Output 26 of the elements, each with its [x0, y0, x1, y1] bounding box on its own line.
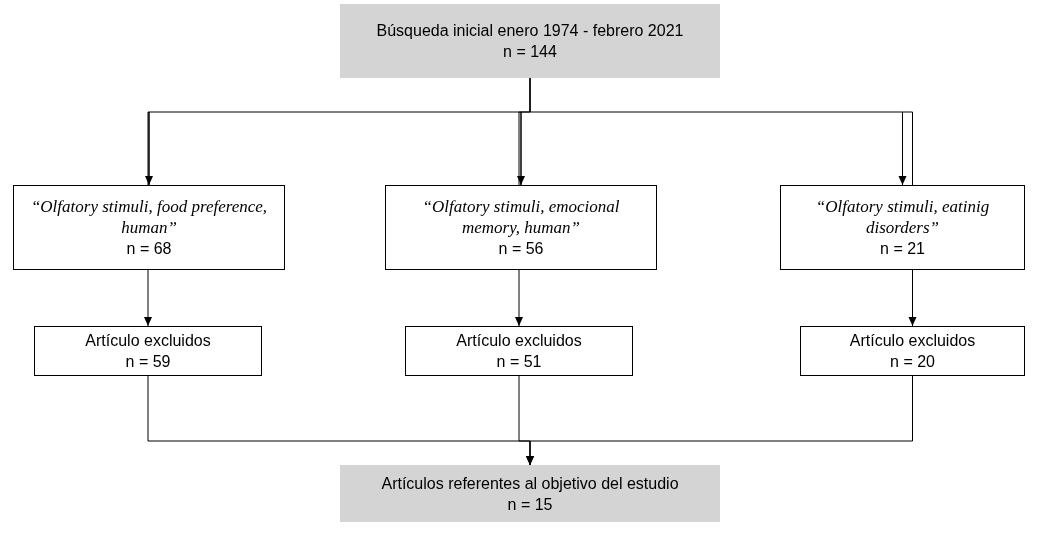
- process-box: [34, 326, 262, 376]
- count-label: n = 51: [496, 352, 542, 372]
- box-title: Artículo excluidos: [849, 331, 976, 351]
- process-box: [385, 185, 657, 270]
- count-label: n = 56: [498, 239, 544, 259]
- process-box: [340, 4, 720, 78]
- search-terms: “Olfatory stimuli, emocional memory, human”: [421, 196, 621, 238]
- count-label: n = 20: [890, 352, 935, 372]
- count-label: n = 68: [126, 239, 172, 259]
- box-title: Artículo excluidos: [456, 331, 582, 351]
- process-box: [405, 326, 633, 376]
- count-label: n = 59: [125, 352, 171, 372]
- arrow: [526, 375, 913, 466]
- box-title: Artículos referentes al objetivo del estudio: [381, 473, 679, 494]
- process-box: [340, 465, 720, 522]
- process-box: [800, 326, 1025, 376]
- count-label: n = 15: [507, 494, 553, 515]
- box-title: Artículo excluidos: [85, 331, 211, 351]
- count-label: n = 144: [503, 42, 557, 62]
- process-box: [780, 185, 1025, 270]
- count-label: n = 21: [880, 239, 925, 259]
- arrow: [529, 77, 907, 186]
- process-box: [13, 185, 285, 270]
- search-terms: “Olfatory stimuli, eatinig disorders”: [814, 196, 991, 238]
- box-title: Búsqueda inicial enero 1974 - febrero 2021: [376, 21, 684, 41]
- search-terms: “Olfatory stimuli, food preference, human”: [29, 196, 269, 238]
